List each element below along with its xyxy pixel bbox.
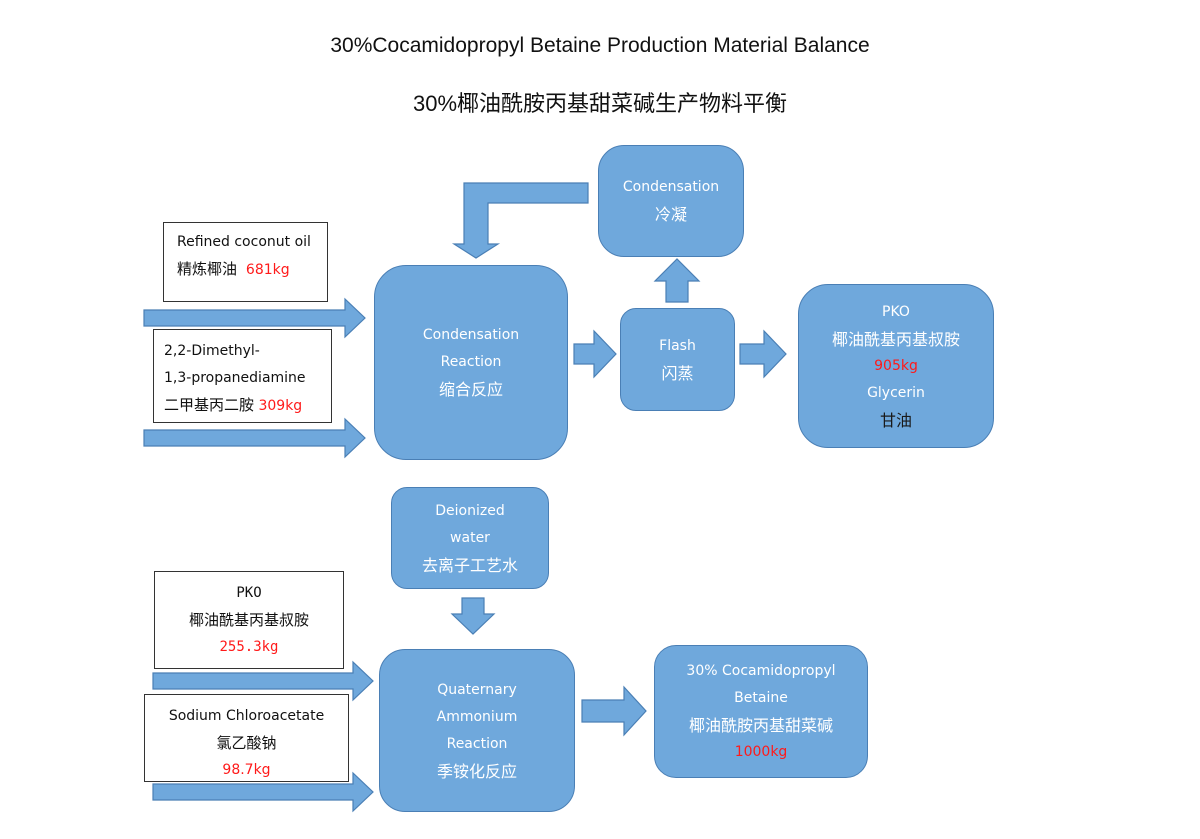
title-english: 30%Cocamidopropyl Betaine Production Mat…: [330, 34, 870, 57]
pko-input-zh: 椰油酰基丙基叔胺: [188, 611, 309, 629]
pko-input-amount: 255.3kg: [219, 639, 279, 655]
dimethyl-box: 2,2-Dimethyl- 1,3-propanediamine 二甲基丙二胺 …: [153, 329, 332, 423]
quaternary-line3: Reaction: [446, 735, 508, 752]
arrow-to-flash: [573, 329, 617, 379]
condensation-box: Condensation 冷凝: [598, 145, 744, 257]
quaternary-reaction-box: Quaternary Ammonium Reaction 季铵化反应: [379, 649, 575, 812]
pko-input-en: PKO: [236, 585, 262, 601]
glycerin-zh: 甘油: [879, 410, 912, 430]
feedback-arrow: [451, 182, 589, 259]
flash-en: Flash: [659, 337, 696, 354]
condensation-en: Condensation: [622, 179, 720, 195]
product-line2: Betaine: [734, 689, 788, 706]
condensation-reaction-line1: Condensation: [422, 327, 520, 343]
product-amount: 1000kg: [734, 743, 788, 760]
flash-zh: 闪蒸: [661, 363, 694, 383]
dimethyl-line1: 2,2-Dimethyl-: [164, 343, 260, 359]
condensation-reaction-zh: 缩合反应: [438, 380, 503, 399]
pko-input-box: PKO 椰油酰基丙基叔胺 255.3kg: [154, 571, 344, 669]
flash-box: Flash 闪蒸: [620, 308, 735, 411]
quaternary-line2: Ammonium: [436, 708, 518, 725]
dimethyl-amount: 309kg: [258, 398, 303, 414]
condensation-reaction-box: Condensation Reaction 缩合反应: [374, 265, 568, 460]
chloroacetate-box: Sodium Chloroacetate 氯乙酸钠 98.7kg: [144, 694, 349, 782]
glycerin-en: Glycerin: [867, 384, 925, 401]
arrow-water-down: [450, 597, 496, 635]
quaternary-zh: 季铵化反应: [436, 761, 517, 781]
coconut-oil-amount: 681kg: [245, 262, 290, 278]
arrow-coconut-oil: [143, 297, 366, 339]
coconut-oil-box: Refined coconut oil 精炼椰油 681kg: [163, 222, 328, 302]
chloroacetate-zh: 氯乙酸钠: [216, 734, 277, 752]
condensation-zh: 冷凝: [654, 205, 687, 224]
dimethyl-line2: 1,3-propanediamine: [164, 370, 306, 386]
pko-output-en: PKO: [882, 303, 910, 320]
arrow-to-pko: [739, 329, 787, 379]
deionized-water-zh: 去离子工艺水: [421, 555, 518, 575]
product-line1: 30% Cocamidopropyl: [686, 662, 836, 679]
pko-output-box: PKO 椰油酰基丙基叔胺 905kg Glycerin 甘油: [798, 284, 994, 448]
quaternary-line1: Quaternary: [437, 681, 517, 698]
deionized-water-line2: water: [450, 529, 490, 546]
arrow-to-condensation: [653, 258, 701, 303]
pko-output-zh: 椰油酰基丙基叔胺: [831, 329, 960, 349]
title-chinese: 30%椰油酰胺丙基甜菜碱生产物料平衡: [412, 91, 788, 116]
arrow-to-product: [581, 685, 647, 737]
pko-output-amount: 905kg: [874, 357, 918, 374]
deionized-water-line1: Deionized: [435, 502, 505, 519]
coconut-oil-en: Refined coconut oil: [177, 234, 311, 250]
chloroacetate-en: Sodium Chloroacetate: [168, 708, 325, 724]
product-zh: 椰油酰胺丙基甜菜碱: [688, 715, 833, 735]
deionized-water-box: Deionized water 去离子工艺水: [391, 487, 549, 589]
arrow-chloroacetate: [152, 771, 374, 813]
dimethyl-zh: 二甲基丙二胺: [164, 396, 255, 414]
arrow-pko-input: [152, 660, 374, 702]
arrow-dimethyl: [143, 417, 366, 459]
coconut-oil-zh: 精炼椰油: [177, 260, 238, 278]
condensation-reaction-line2: Reaction: [440, 354, 502, 370]
chloroacetate-amount: 98.7kg: [222, 762, 271, 778]
product-box: 30% Cocamidopropyl Betaine 椰油酰胺丙基甜菜碱 100…: [654, 645, 868, 778]
